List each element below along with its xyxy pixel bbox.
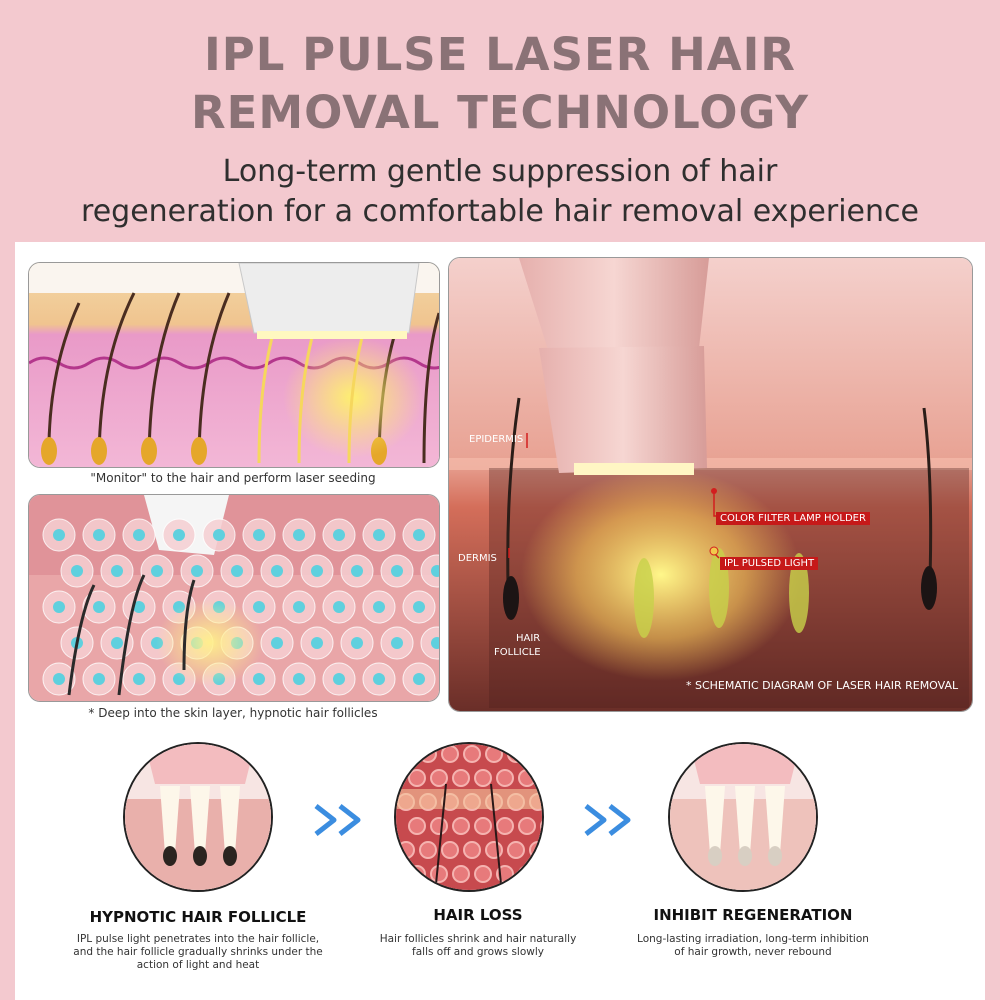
step-desc-line: Hair follicles shrink and hair naturally: [379, 933, 577, 945]
diagram-note: * SCHEMATIC DIAGRAM OF LASER HAIR REMOVA…: [686, 679, 959, 692]
step-title-hypnotic: HYPNOTIC HAIR FOLLICLE: [89, 908, 307, 926]
label-epidermis: EPIDERMIS: [469, 434, 524, 445]
step-desc-line: falls off and grows slowly: [412, 946, 544, 958]
step-desc-line: and the hair follicle gradually shrinks …: [73, 946, 323, 958]
step-desc-line: IPL pulse light penetrates into the hair…: [76, 933, 320, 945]
label-hair-line1: HAIR: [516, 633, 541, 644]
double-chevron-right-icon: [312, 800, 372, 844]
double-chevron-right-icon: [582, 800, 642, 844]
step-title-inhibit: INHIBIT REGENERATION: [653, 906, 853, 924]
step-inhibit-illustration: [668, 742, 818, 892]
step-desc-line: action of light and heat: [136, 959, 260, 971]
step-desc-line: of hair growth, never rebound: [674, 946, 832, 958]
step-desc-inhibit: Long-lasting irradiation, long-term inhi…: [603, 933, 903, 959]
step-desc-hypnotic: IPL pulse light penetrates into the hair…: [48, 933, 348, 972]
step-desc-hair-loss: Hair follicles shrink and hair naturally…: [328, 933, 628, 959]
caption-skin-layer: * Deep into the skin layer, hypnotic hai…: [88, 706, 378, 720]
label-pulsed-light: IPL PULSED LIGHT: [720, 557, 819, 570]
page-title-line2: REMOVAL TECHNOLOGY: [190, 86, 810, 139]
schematic-diagram: [448, 257, 973, 712]
step-hair-loss-illustration: [394, 742, 544, 892]
page-title-line1: IPL PULSE LASER HAIR: [204, 28, 796, 81]
step-title-hair-loss: HAIR LOSS: [433, 906, 523, 924]
step-desc-line: Long-lasting irradiation, long-term inhi…: [637, 933, 869, 945]
page-subtitle-line1: Long-term gentle suppression of hair: [222, 154, 778, 189]
hair-seeding-illustration: [28, 262, 440, 468]
skin-layer-illustration: [28, 494, 440, 702]
caption-hair-seeding: "Monitor" to the hair and perform laser …: [90, 471, 376, 485]
label-follicle-line2: FOLLICLE: [494, 647, 541, 658]
step-hypnotic-illustration: [123, 742, 273, 892]
page-subtitle-line2: regeneration for a comfortable hair remo…: [81, 194, 919, 229]
label-dermis: DERMIS: [458, 553, 497, 564]
label-lamp-holder: COLOR FILTER LAMP HOLDER: [716, 512, 870, 525]
